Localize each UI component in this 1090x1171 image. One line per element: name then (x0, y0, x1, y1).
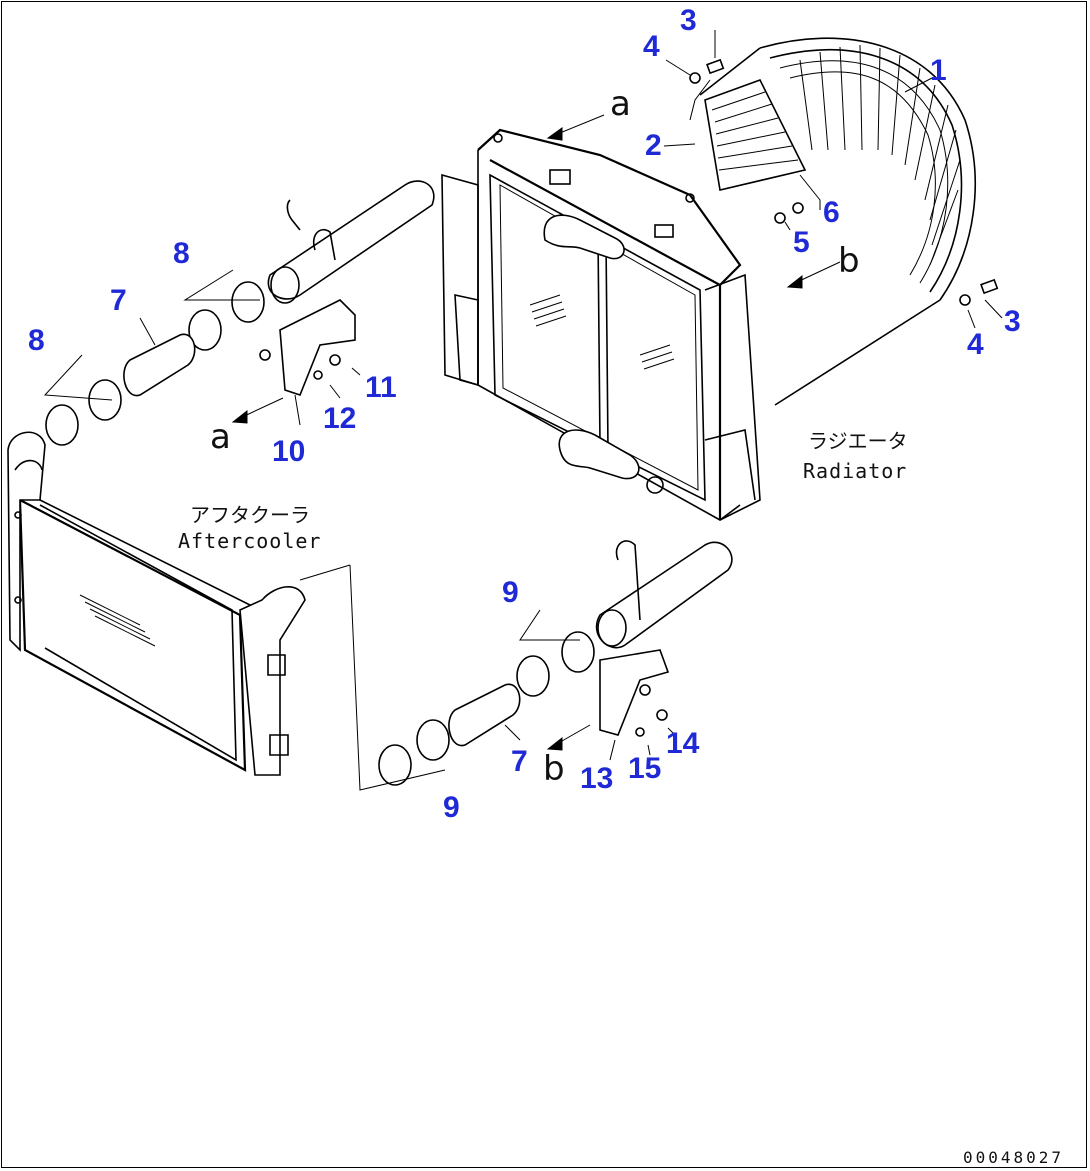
callout-13: 13 (580, 762, 613, 795)
callout-7-lower: 7 (511, 745, 528, 778)
ref-a-left: a (210, 417, 231, 457)
fan-shroud (699, 37, 976, 406)
callout-4-top: 4 (643, 30, 660, 63)
callout-15: 15 (628, 752, 661, 785)
callout-11: 11 (365, 371, 397, 404)
callout-4-right: 4 (967, 328, 984, 361)
radiator (441, 128, 761, 521)
callout-2: 2 (645, 129, 662, 162)
upper-hose-clamps (45, 281, 265, 446)
callout-14: 14 (666, 727, 700, 760)
callout-9-lower: 9 (443, 791, 460, 824)
callout-3-right: 3 (1004, 305, 1021, 338)
callout-3-top: 3 (680, 4, 697, 37)
ref-b-right: b (838, 241, 860, 281)
radiator-label-jp: ラジエータ (808, 429, 908, 453)
lower-hose-clamps (378, 631, 595, 786)
leader-lines (43, 30, 1003, 791)
callout-9-upper: 9 (502, 576, 519, 609)
upper-pipe-assembly (259, 180, 435, 396)
radiator-label-en: Radiator (803, 459, 907, 483)
document-number: 00048027 (963, 1148, 1064, 1167)
aftercooler (7, 431, 306, 776)
hardware-top (689, 58, 999, 306)
callout-6: 6 (823, 196, 840, 229)
callout-8-upper: 8 (173, 237, 190, 270)
callout-1: 1 (930, 54, 947, 87)
aftercooler-label-jp: アフタクーラ (190, 503, 310, 527)
callout-10: 10 (272, 435, 305, 468)
ref-b-lower: b (543, 749, 565, 789)
callout-5: 5 (793, 226, 810, 259)
callout-7-left: 7 (110, 284, 127, 317)
callout-8-left: 8 (28, 324, 45, 357)
callout-12: 12 (323, 402, 356, 435)
lower-pipe-assembly (595, 540, 733, 737)
aftercooler-label-en: Aftercooler (178, 529, 321, 553)
ref-a-top: a (610, 84, 631, 124)
